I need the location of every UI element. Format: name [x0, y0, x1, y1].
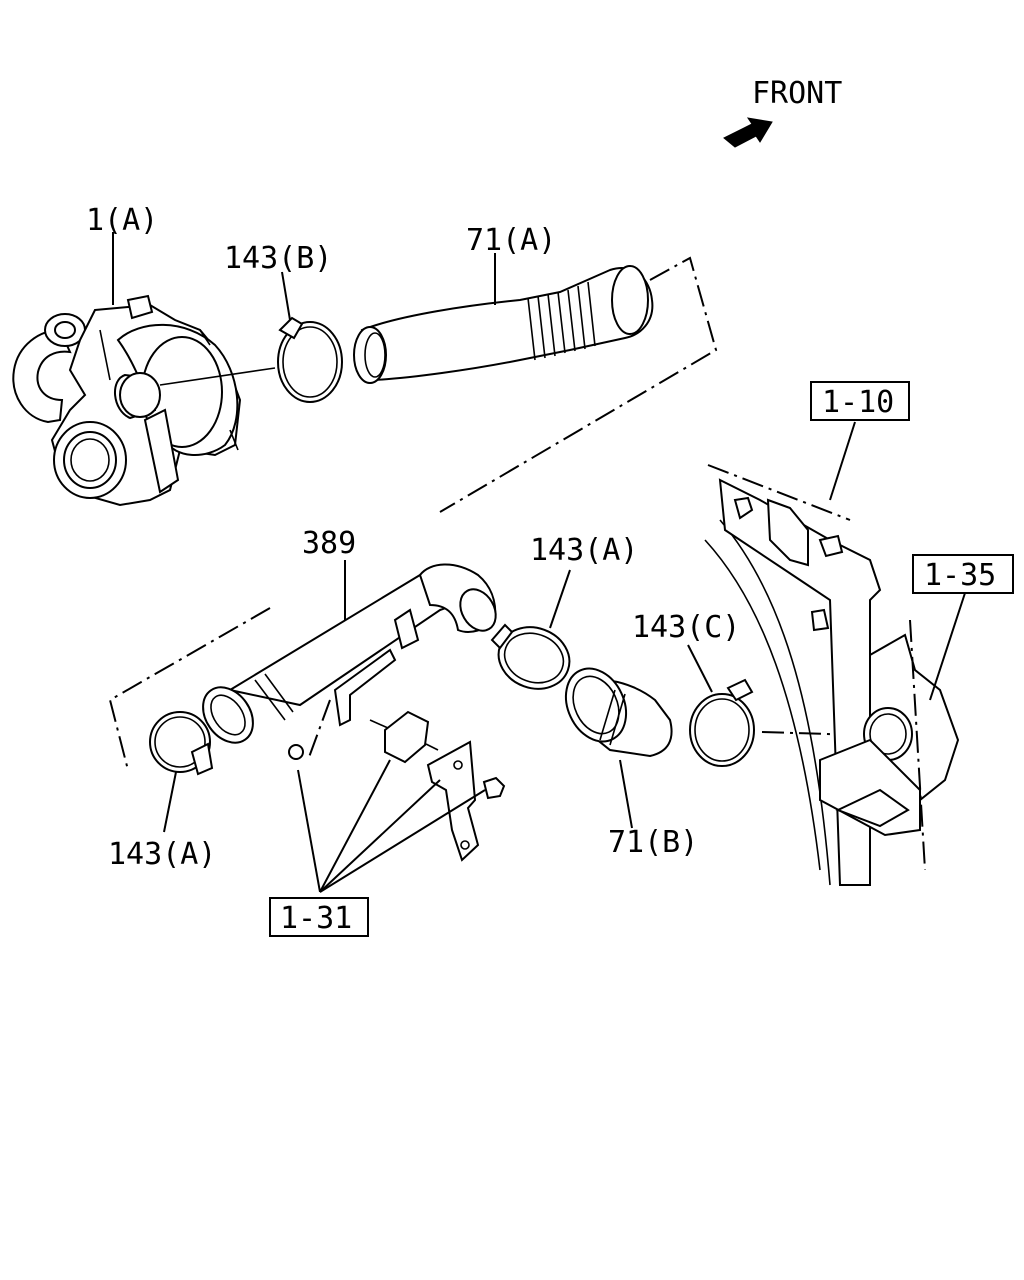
clamp-143c [687, 644, 755, 767]
reference-1-31: 1-31 [269, 897, 369, 937]
label-turbocharger: 1(A) [86, 203, 158, 238]
label-clamp-143a-upper: 143(A) [530, 533, 638, 568]
hose-71a [353, 253, 654, 384]
pipe-389 [202, 560, 497, 744]
label-clamp-143b: 143(B) [224, 241, 332, 276]
hose-71b [564, 667, 673, 829]
reference-1-10-label: 1-10 [822, 385, 894, 420]
turbocharger [12, 232, 276, 507]
clamp-143a-upper [490, 569, 571, 690]
front-indicator: FRONT [723, 76, 842, 148]
radiator-intercooler-assembly [704, 421, 966, 886]
mount-bracket [288, 710, 506, 893]
label-hose-71b: 71(B) [608, 825, 698, 860]
front-label: FRONT [752, 76, 842, 111]
clamp-143b [277, 271, 343, 403]
label-clamp-143a-lower: 143(A) [108, 837, 216, 872]
callout-labels: 1(A) 143(B) 71(A) 389 143(A) 143(C) 143(… [86, 203, 740, 872]
label-clamp-143c: 143(C) [632, 610, 740, 645]
reference-1-35-label: 1-35 [924, 558, 996, 593]
label-pipe-389: 389 [302, 526, 356, 561]
reference-1-31-label: 1-31 [280, 901, 352, 936]
label-hose-71a: 71(A) [466, 223, 556, 258]
clamp-143a-lower [149, 711, 214, 833]
reference-1-10: 1-10 [810, 381, 910, 421]
reference-1-35: 1-35 [912, 554, 1014, 594]
front-arrow-icon [723, 117, 773, 148]
